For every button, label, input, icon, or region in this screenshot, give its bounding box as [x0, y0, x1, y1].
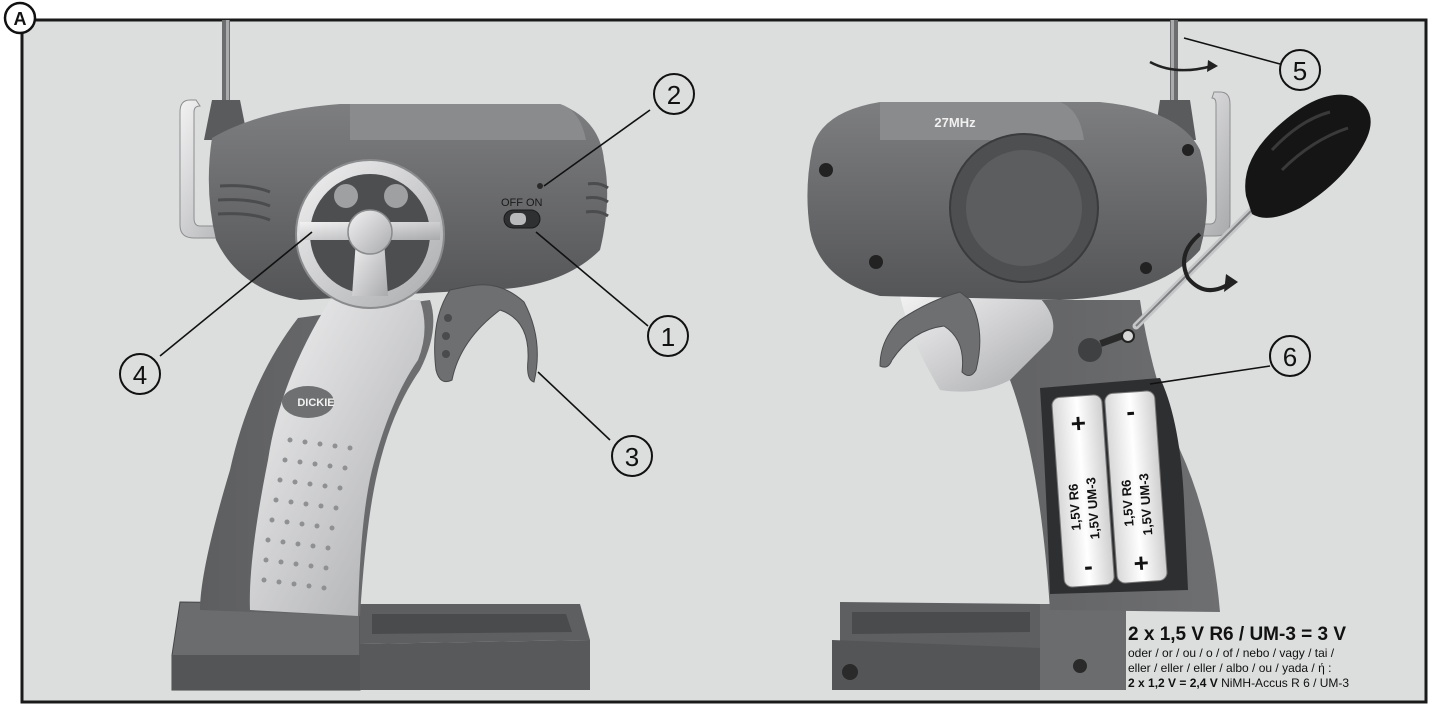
svg-text:-: - [1083, 551, 1094, 582]
caption-line-1: oder / or / ou / o / of / nebo / vagy / … [1128, 646, 1335, 660]
rotate-arrow-screw [1182, 232, 1234, 292]
svg-text:ON: ON [526, 197, 543, 209]
svg-text:4: 4 [133, 360, 147, 390]
battery-caption: 2 x 1,5 V R6 / UM-3 = 3 V oder / or / ou… [1128, 624, 1428, 691]
callout-3: 3 [611, 435, 653, 477]
callout-lines [159, 37, 1281, 441]
led-indicator [537, 183, 543, 189]
transmitter-front: DICKIE OFF ON [171, 20, 609, 691]
caption-line-3-bold: 2 x 1,2 V = 2,4 V [1128, 676, 1218, 690]
battery-left: + - 1,5V R6 1,5V UM-3 [1051, 394, 1115, 588]
svg-text:6: 6 [1283, 342, 1297, 372]
caption-headline: 2 x 1,5 V R6 / UM-3 = 3 V [1128, 624, 1347, 645]
battery-right: - + 1,5V R6 1,5V UM-3 [1104, 390, 1168, 584]
panel-label-text: A [14, 9, 27, 29]
svg-text:1,5V UM-3: 1,5V UM-3 [1136, 473, 1155, 536]
svg-text:-: - [1125, 396, 1136, 427]
callout-6: 6 [1269, 335, 1311, 377]
svg-text:2: 2 [667, 80, 681, 110]
callout-5: 5 [1279, 49, 1321, 91]
svg-text:3: 3 [625, 442, 639, 472]
svg-text:1,5V R6: 1,5V R6 [1118, 479, 1136, 527]
throttle-trigger [434, 284, 538, 383]
svg-text:1,5V R6: 1,5V R6 [1066, 483, 1084, 531]
throttle-trigger-back [879, 291, 981, 376]
svg-text:+: + [1070, 408, 1087, 439]
caption-line-3-rest: NiMH-Accus R 6 / UM-3 [1217, 676, 1350, 690]
brand-logo: DICKIE [282, 386, 335, 418]
caption-line-3: 2 x 1,2 V = 2,4 V NiMH-Accus R 6 / UM-3 [1128, 676, 1428, 691]
callout-2: 2 [653, 73, 695, 115]
grip-texture [261, 437, 353, 591]
panel-label-a: A [3, 1, 37, 35]
svg-text:OFF: OFF [501, 197, 523, 209]
svg-text:+: + [1133, 547, 1150, 578]
frequency-label: 27MHz [934, 115, 976, 130]
battery-cover-screw [1099, 329, 1135, 347]
steering-wheel [295, 159, 445, 309]
rotate-arrow-antenna [1149, 60, 1213, 72]
svg-text:5: 5 [1293, 56, 1307, 86]
callout-1: 1 [647, 315, 689, 357]
callout-4: 4 [119, 353, 161, 395]
screwdriver-icon [1132, 94, 1371, 330]
svg-text:1,5V UM-3: 1,5V UM-3 [1083, 477, 1102, 540]
transmitter-back: + - 1,5V R6 1,5V UM-3 - + 1,5V R6 1,5V U… [807, 20, 1371, 690]
svg-text:1: 1 [661, 322, 675, 352]
svg-text:DICKIE: DICKIE [297, 397, 334, 409]
power-switch: OFF ON [501, 183, 543, 229]
caption-line-2: eller / eller / eller / albo / ou / yada… [1128, 661, 1332, 675]
